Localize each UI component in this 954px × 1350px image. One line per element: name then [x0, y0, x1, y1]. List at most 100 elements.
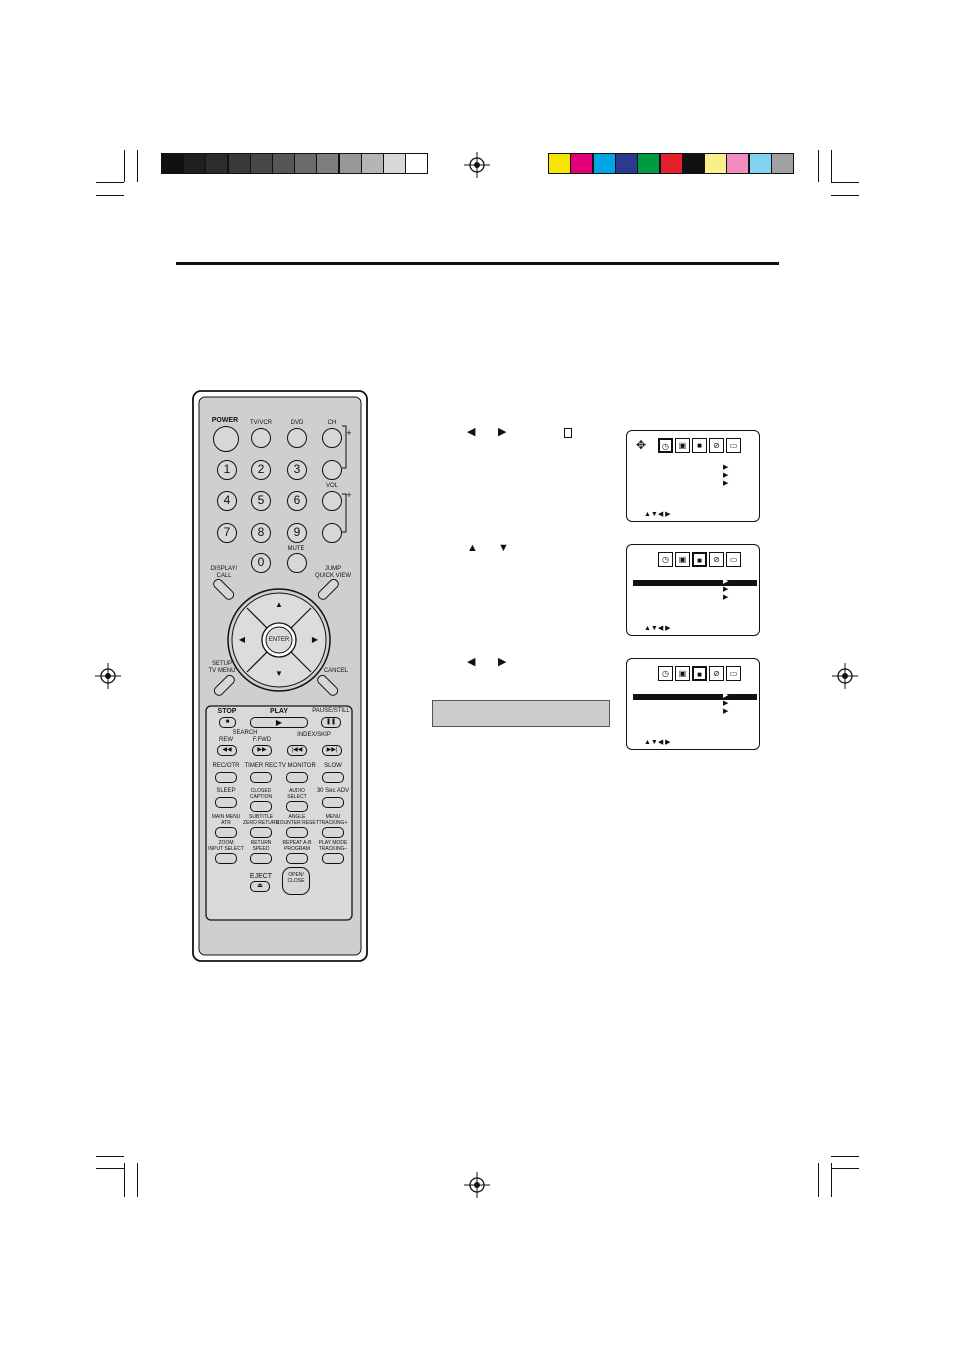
power-button[interactable] [213, 426, 239, 452]
function-button[interactable] [250, 772, 272, 783]
tv-vcr-label: TV/VCR [249, 420, 272, 426]
square-tab-icon[interactable]: ■ [692, 438, 707, 453]
number-button-2[interactable]: 2 [251, 460, 271, 480]
tape-tab-icon[interactable]: ▭ [726, 438, 741, 453]
function-label: 30 Sec ADV [316, 788, 350, 794]
tape-tab-icon[interactable]: ▭ [726, 666, 741, 681]
color-swatch [726, 153, 750, 174]
function-button[interactable] [286, 801, 308, 812]
tv-vcr-button[interactable] [251, 428, 271, 448]
crop-mark-horizontal [96, 1168, 124, 1169]
mute-button[interactable] [287, 553, 307, 573]
number-button-3[interactable]: 3 [287, 460, 307, 480]
ch-down-button[interactable] [322, 460, 342, 480]
vol-up-button[interactable] [322, 491, 342, 511]
menu-submenu-arrow-icon: ▶ [723, 700, 729, 707]
down-arrow-icon[interactable]: ▼ [275, 669, 283, 678]
color-swatch [614, 153, 638, 174]
cancel-label: CANCEL [323, 668, 349, 674]
picture-tab-icon[interactable]: ▣ [675, 666, 690, 681]
menu-submenu-arrow-icon: ▶ [723, 708, 729, 715]
crop-mark-vertical [831, 1163, 832, 1197]
function-button[interactable] [322, 853, 344, 864]
function-button[interactable] [286, 827, 308, 838]
header-rule [176, 262, 779, 265]
skip-back-button[interactable]: |◀◀ [287, 745, 307, 756]
number-button-4[interactable]: 4 [217, 491, 237, 511]
menu-highlight-bar [633, 580, 757, 586]
vol-down-button[interactable] [322, 523, 342, 543]
fast-forward-button[interactable]: ▶▶ [252, 745, 272, 756]
crop-mark-horizontal [96, 1156, 124, 1157]
ch-up-button[interactable] [322, 428, 342, 448]
crop-mark-vertical [137, 1163, 138, 1197]
number-button-9[interactable]: 9 [287, 523, 307, 543]
crop-mark-horizontal [831, 1156, 859, 1157]
color-swatch [570, 153, 594, 174]
color-swatch [659, 153, 683, 174]
dvd-label: DVD [290, 420, 304, 426]
number-button-8[interactable]: 8 [251, 523, 271, 543]
lock-tab-icon[interactable]: ⊘ [709, 666, 724, 681]
clock-tab-icon[interactable]: ◷ [658, 438, 673, 453]
square-tab-icon[interactable]: ■ [692, 552, 707, 567]
color-swatch [592, 153, 616, 174]
skip-back-icon: |◀◀ [291, 747, 303, 753]
function-button[interactable] [215, 853, 237, 864]
play-button[interactable]: ▶ [250, 717, 308, 728]
right-arrow-icon[interactable]: ▶ [311, 635, 319, 644]
rewind-icon: ◀◀ [222, 747, 232, 753]
eject-button[interactable]: ⏏ [250, 881, 270, 892]
crop-mark-vertical [818, 150, 819, 182]
lock-tab-icon[interactable]: ⊘ [709, 438, 724, 453]
square-tab-icon[interactable]: ■ [692, 666, 707, 681]
clock-tab-icon[interactable]: ◷ [658, 666, 673, 681]
picture-tab-icon[interactable]: ▣ [675, 552, 690, 567]
function-button[interactable] [215, 797, 237, 808]
function-button[interactable] [250, 827, 272, 838]
number-button-6[interactable]: 6 [287, 491, 307, 511]
clock-tab-icon[interactable]: ◷ [658, 552, 673, 567]
left-arrow-icon[interactable]: ◀ [238, 635, 246, 644]
picture-tab-icon[interactable]: ▣ [675, 438, 690, 453]
dvd-button[interactable] [287, 428, 307, 448]
function-button[interactable] [250, 853, 272, 864]
enter-button[interactable]: ENTER [268, 637, 290, 643]
power-label: POWER [211, 417, 239, 424]
right-arrow-icon: ▶ [498, 426, 507, 438]
lock-tab-icon[interactable]: ⊘ [709, 552, 724, 567]
number-button-7[interactable]: 7 [217, 523, 237, 543]
function-button[interactable] [322, 797, 344, 808]
number-button-1[interactable]: 1 [217, 460, 237, 480]
number-button-5[interactable]: 5 [251, 491, 271, 511]
crop-mark-horizontal [96, 182, 124, 183]
crop-mark-horizontal [96, 195, 124, 196]
function-button[interactable] [322, 827, 344, 838]
color-swatch [704, 153, 728, 174]
function-button[interactable] [215, 827, 237, 838]
play-icon: ▶ [275, 718, 283, 727]
crop-mark-vertical [818, 1163, 819, 1197]
number-button-0[interactable]: 0 [251, 553, 271, 573]
function-button[interactable] [286, 772, 308, 783]
function-button[interactable] [250, 801, 272, 812]
setup-tv-menu-label: SETUP TV MENU [208, 661, 236, 674]
color-swatch [748, 153, 772, 174]
up-arrow-icon: ▲ [467, 542, 478, 554]
up-arrow-icon[interactable]: ▲ [275, 600, 283, 609]
pause-button[interactable]: ❚❚ [321, 717, 341, 728]
stop-button[interactable]: ■ [219, 717, 236, 728]
open-close-button[interactable]: OPEN/ CLOSE [282, 867, 310, 895]
jump-quick-view-label: JUMP QUICK VIEW [314, 566, 351, 579]
index-skip-label: INDEX/SKIP [297, 732, 331, 738]
function-button[interactable] [286, 853, 308, 864]
skip-forward-icon: ▶▶| [326, 747, 338, 753]
eject-label: EJECT [249, 873, 273, 880]
function-label: ZOOM INPUT SELECT [208, 840, 244, 852]
skip-forward-button[interactable]: ▶▶| [322, 745, 342, 756]
tape-tab-icon[interactable]: ▭ [726, 552, 741, 567]
function-button[interactable] [322, 772, 344, 783]
rewind-button[interactable]: ◀◀ [217, 745, 237, 756]
ch-label: CH [327, 420, 337, 426]
function-button[interactable] [215, 772, 237, 783]
